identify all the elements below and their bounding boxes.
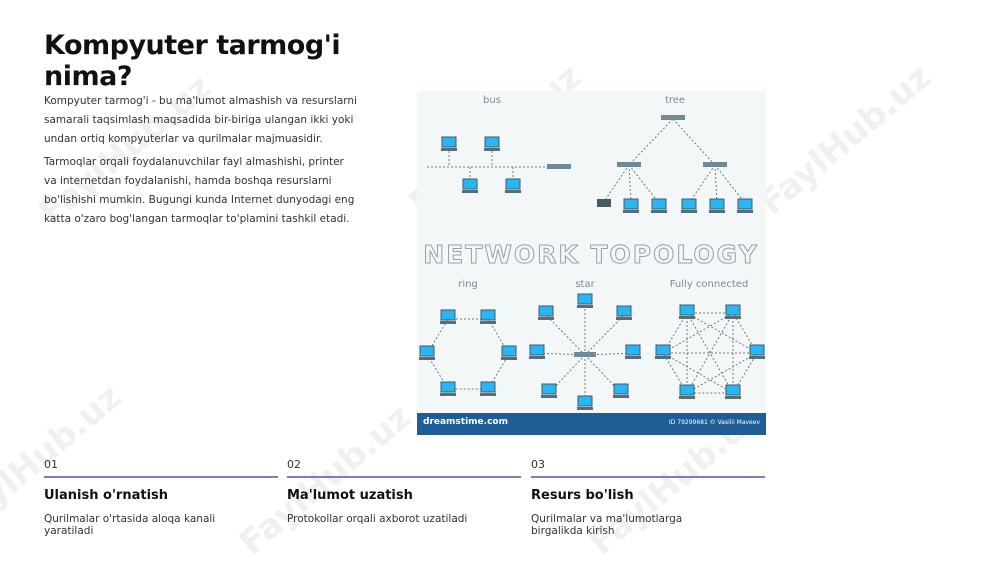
- card-title: Resurs bo'lish: [531, 488, 634, 503]
- card-title: Ma'lumot uzatish: [287, 488, 413, 503]
- card-description: Protokollar orqali axborot uzatiladi: [287, 513, 468, 525]
- bus-label: bus: [483, 95, 501, 106]
- intro-paragraph: Kompyuter tarmog'i - bu ma'lumot almashi…: [44, 95, 357, 145]
- card-number: 02: [287, 458, 301, 471]
- figure-credit: ID 79299681 © Vasilii Maveev: [668, 419, 760, 426]
- card-divider: [44, 476, 278, 478]
- card-resource-sharing: 03 Resurs bo'lish Qurilmalar va ma'lumot…: [531, 458, 765, 537]
- card-divider: [287, 476, 521, 478]
- star-label: star: [575, 279, 595, 290]
- ring-label: ring: [458, 279, 478, 290]
- card-description: Qurilmalar va ma'lumotlarga birgalikda k…: [531, 513, 683, 537]
- fully-connected-label: Fully connected: [670, 279, 749, 290]
- card-divider: [531, 476, 765, 478]
- watermark: FaylHub.uz: [751, 56, 940, 224]
- card-connection: 01 Ulanish o'rnatish Qurilmalar o'rtasid…: [44, 458, 278, 537]
- figure-brand: dreamstime.com: [423, 417, 508, 427]
- figure-footer: dreamstime.com ID 79299681 © Vasilii Mav…: [417, 413, 766, 435]
- tree-label: tree: [665, 95, 685, 106]
- card-number: 03: [531, 458, 545, 471]
- card-description: Qurilmalar o'rtasida aloqa kanali yarati…: [44, 513, 216, 537]
- page-title: Kompyuter tarmog'i nima?: [44, 30, 341, 92]
- card-title: Ulanish o'rnatish: [44, 488, 169, 503]
- topology-heading: NETWORK TOPOLOGY: [423, 240, 758, 269]
- card-data-transfer: 02 Ma'lumot uzatish Protokollar orqali a…: [287, 458, 521, 525]
- card-number: 01: [44, 458, 58, 471]
- topology-diagram: bus tree ring star Fully connected NETWO…: [418, 95, 766, 411]
- network-topology-image: bus tree ring star Fully connected NETWO…: [417, 91, 766, 435]
- detail-paragraph: Tarmoqlar orqali foydalanuvchilar fayl a…: [44, 156, 355, 225]
